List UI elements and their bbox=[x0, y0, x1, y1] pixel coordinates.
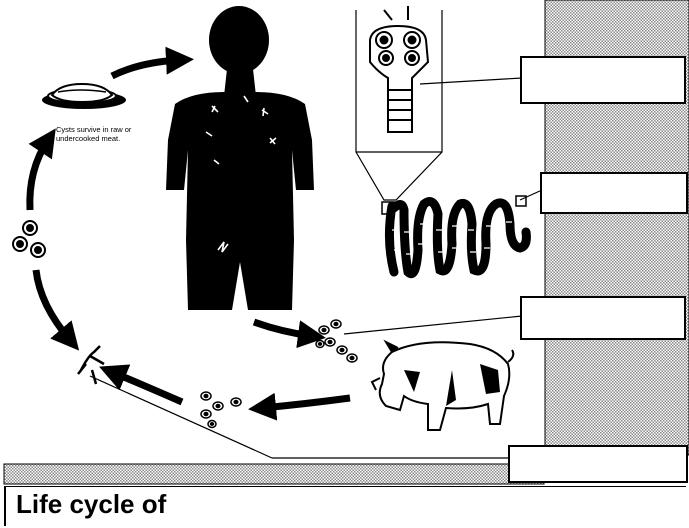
eggs bbox=[201, 392, 241, 428]
pig bbox=[372, 342, 513, 430]
label-box-proglottids[interactable] bbox=[540, 172, 688, 214]
larva bbox=[78, 346, 104, 384]
page-title: Life cycle of bbox=[16, 489, 166, 520]
label-box-larva[interactable] bbox=[508, 445, 688, 483]
caption-text: Cysts survive in raw or undercooked meat… bbox=[56, 125, 166, 143]
worm-head bbox=[370, 6, 428, 132]
cysts-human bbox=[316, 320, 357, 362]
title-panel: Life cycle of bbox=[4, 486, 686, 526]
cysts-left bbox=[13, 221, 45, 257]
label-box-scolex[interactable] bbox=[520, 56, 686, 104]
tapeworm-body bbox=[389, 202, 526, 274]
human-silhouette bbox=[166, 6, 314, 310]
sausage-plate bbox=[42, 84, 126, 109]
stippled-strip bbox=[4, 464, 544, 484]
label-box-cysts[interactable] bbox=[520, 296, 686, 340]
